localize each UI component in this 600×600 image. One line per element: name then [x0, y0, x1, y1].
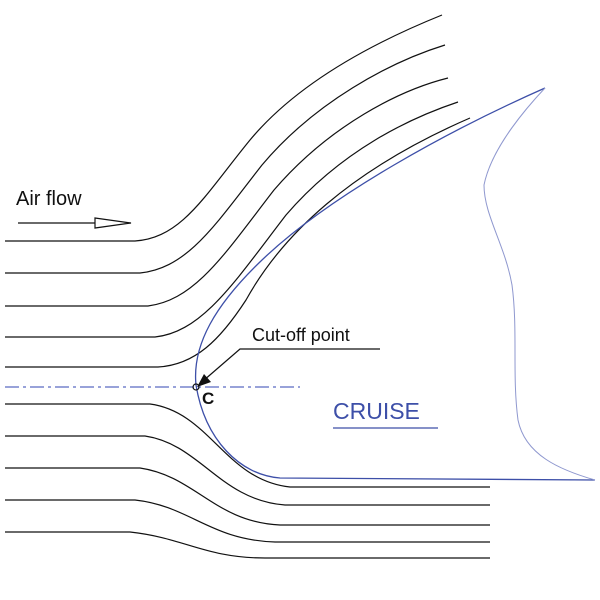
body-outer-contour	[194, 87, 596, 481]
upper-streamline-4	[5, 101, 459, 338]
upper-streamline-1	[5, 14, 443, 242]
air-flow-label: Air flow	[16, 188, 82, 210]
body-trailing-contour	[483, 87, 596, 481]
point-c-label: C	[202, 389, 214, 408]
lower-streamline-4	[5, 499, 490, 543]
upper-streamline-5	[5, 117, 471, 368]
cutoff-leader-line	[202, 348, 380, 382]
lower-streamline-5	[5, 531, 490, 559]
cutoff-point-marker	[192, 383, 200, 391]
cutoff-leader-arrowhead	[197, 374, 211, 387]
air-flow-arrowhead	[94, 217, 132, 229]
cruise-label: CRUISE	[333, 398, 420, 424]
upper-streamlines	[5, 14, 471, 368]
lower-streamline-2	[5, 435, 490, 506]
lower-streamline-1	[5, 403, 490, 488]
cutoff-point-label: Cut-off point	[252, 325, 350, 345]
upper-streamline-3	[5, 77, 449, 307]
lower-streamlines	[5, 403, 490, 559]
cutoff-leader	[197, 348, 380, 387]
body-outline	[194, 87, 596, 481]
lower-streamline-3	[5, 467, 490, 526]
air-flow-arrow	[18, 217, 132, 229]
upper-streamline-2	[5, 44, 446, 274]
